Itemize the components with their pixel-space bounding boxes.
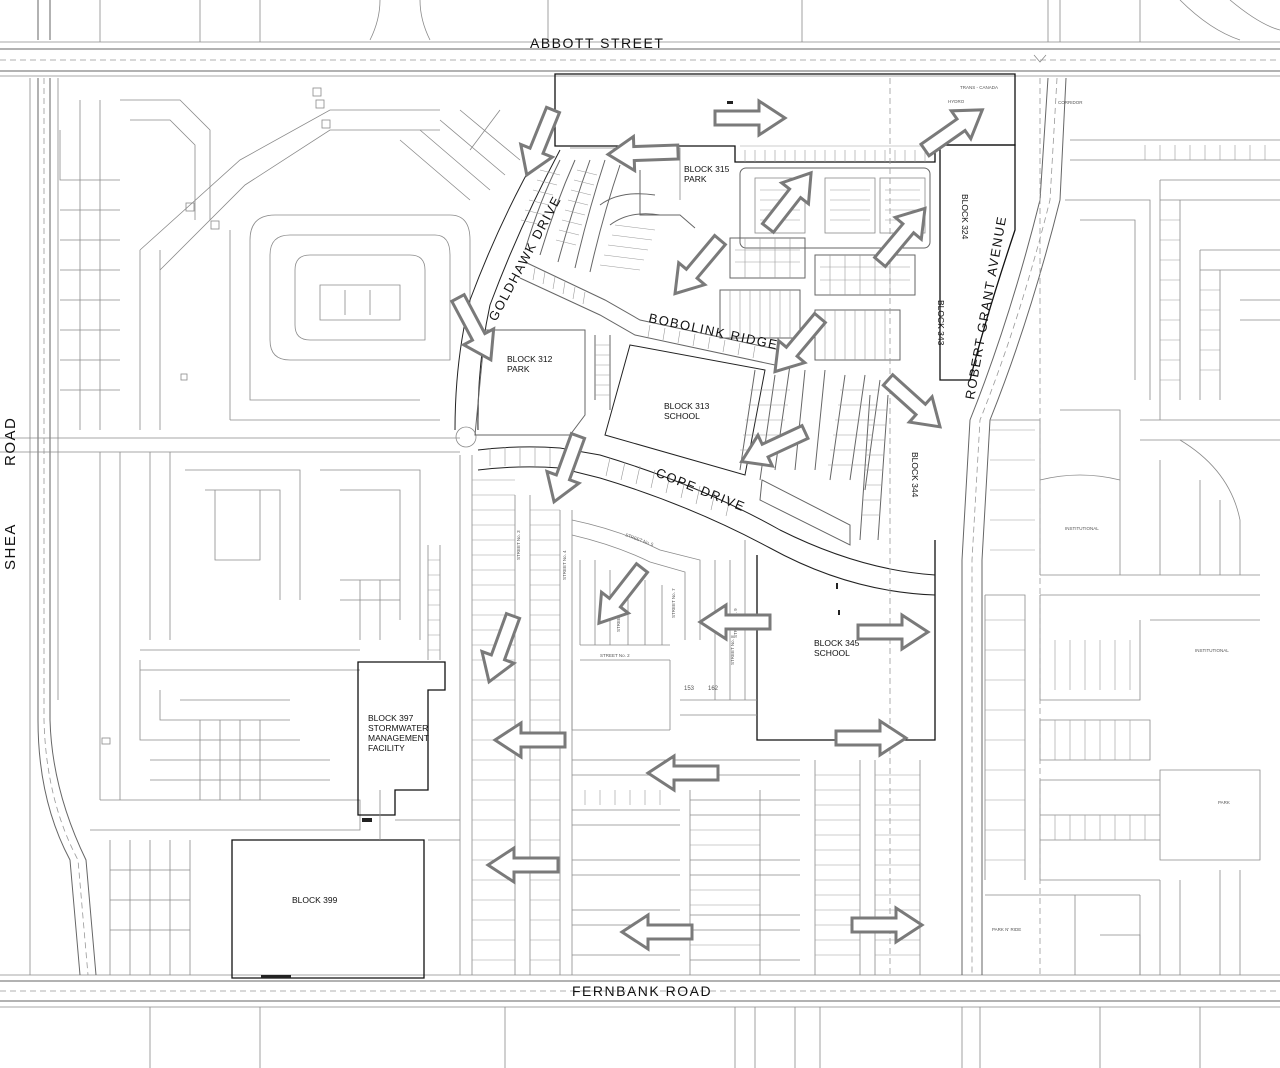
goldhawk-drive [454, 149, 561, 448]
block-397-use-1: STORMWATER [368, 723, 428, 733]
arrow-townhouse-ne-1 [753, 160, 826, 240]
north-vertical-roads [99, 0, 1280, 42]
minor-labels: HYDRO TRANS - CANADA CORRIDOR INSTITUTIO… [516, 85, 1230, 932]
block-313-label: BLOCK 313 [664, 401, 710, 411]
arrow-west-block315 [605, 133, 681, 173]
cope-drive-label: COPE DRIVE [654, 465, 748, 515]
arrow-south-goldhawk [509, 102, 571, 183]
trans-canada-label: TRANS - CANADA [960, 85, 998, 90]
street-4-label: STREET No. 4 [562, 550, 567, 580]
block-315-label: BLOCK 315 [684, 164, 730, 174]
south-subdivision [379, 455, 921, 975]
site-boundary [231, 73, 1016, 979]
robert-grant-avenue [961, 77, 1067, 975]
street-3-label: STREET No. 3 [516, 530, 521, 560]
road-label: ROAD [2, 417, 19, 466]
arrow-bobolink-sw [660, 227, 735, 307]
block-315-use: PARK [684, 174, 707, 184]
shea-road [29, 0, 97, 976]
block-397-use-2: MANAGEMENT [368, 733, 429, 743]
arrow-west-bottom [620, 913, 694, 951]
lot-153-label: 153 [684, 686, 695, 692]
fernbank-road [0, 974, 1280, 1008]
abbott-street-road [0, 41, 1280, 77]
robert-grant-avenue-label: ROBERT GRANT AVENUE [962, 214, 1009, 400]
street-8-label: STREET No. 8 [730, 635, 735, 665]
street-2-label: STREET No. 2 [600, 653, 630, 658]
arrow-street3-south [471, 608, 531, 690]
block-343-label: BLOCK 343 [936, 300, 946, 346]
goldhawk-drive-label: GOLDHAWK DRIVE [485, 193, 564, 323]
arrow-school-east [856, 613, 930, 651]
institutional-label-2: INSTITUTIONAL [1195, 648, 1229, 653]
block-397-label: BLOCK 397 [368, 713, 414, 723]
arrow-west-mid [646, 754, 720, 792]
block-345-label: BLOCK 345 [814, 638, 860, 648]
park-ride-label: PARK N' RIDE [992, 927, 1021, 932]
arrow-hydro-east [713, 99, 787, 137]
block-345-use: SCHOOL [814, 648, 850, 658]
north-housing [474, 147, 936, 596]
arrow-northeast-hydro [913, 94, 994, 166]
block-labels: BLOCK 315 PARK BLOCK 312 PARK BLOCK 313 … [292, 164, 970, 905]
hydro-label: HYDRO [948, 99, 965, 104]
block-344-label: BLOCK 344 [910, 452, 920, 498]
hydro-corridor [261, 54, 1047, 978]
shea-label: SHEA [2, 523, 19, 570]
west-neighbourhood [0, 87, 521, 975]
institutional-label-1: INSTITUTIONAL [1065, 526, 1099, 531]
south-vertical-roads [149, 1007, 1201, 1068]
arrow-east-bottom [850, 906, 924, 944]
corridor-label: CORRIDOR [1058, 100, 1083, 105]
block-399-label: BLOCK 399 [292, 895, 338, 905]
block-397-use-3: FACILITY [368, 743, 405, 753]
street-7-label: STREET No. 7 [671, 588, 676, 618]
block-312-use: PARK [507, 364, 530, 374]
park-label: PARK [1218, 800, 1230, 805]
east-neighbourhood [984, 139, 1280, 975]
block-313-use: SCHOOL [664, 411, 700, 421]
arrow-townhouse-ne-2 [865, 195, 940, 275]
arrow-west-lower [486, 846, 560, 884]
lot-162-label: 162 [708, 686, 719, 692]
arrow-block345-east [834, 719, 908, 757]
fernbank-road-label: FERNBANK ROAD [572, 983, 712, 999]
street-5-label: STREET No. 5 [625, 532, 655, 547]
arrow-cope-south [536, 428, 596, 510]
block-312-label: BLOCK 312 [507, 354, 553, 364]
abbott-street-label: ABBOTT STREET [530, 35, 664, 51]
block-324-label: BLOCK 324 [960, 194, 970, 240]
